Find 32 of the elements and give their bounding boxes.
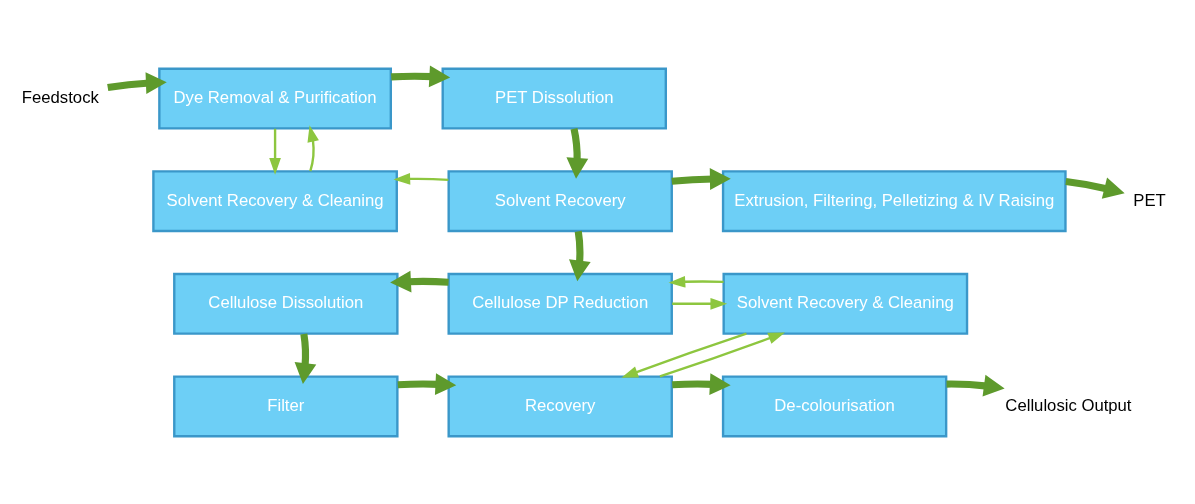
node-box: Filter (173, 374, 399, 437)
arrow (671, 167, 731, 190)
arrow (946, 374, 1005, 396)
node-text: Cellulosic Output (1005, 395, 1132, 415)
node-box: Solvent Recovery & Cleaning (152, 169, 398, 232)
arrow (566, 127, 589, 179)
arrow (307, 124, 319, 171)
arrow (1065, 177, 1125, 199)
node-text: PET (1133, 190, 1166, 210)
node-box: Cellulose DP Reduction (447, 272, 673, 335)
arrow (393, 172, 449, 185)
arrow (672, 372, 731, 395)
arrow (397, 372, 457, 395)
node-box: Extrusion, Filtering, Pelletizing & IV Raising (721, 169, 1067, 232)
node-text: Feedstock (21, 87, 99, 107)
arrow (269, 128, 281, 175)
node-box: Cellulose Dissolution (173, 272, 399, 335)
arrow (569, 230, 591, 281)
arrow (672, 297, 728, 310)
node-box: Solvent Recovery & Cleaning (722, 272, 969, 335)
node-box: PET Dissolution (441, 67, 667, 130)
node-box: Dye Removal & Purification (158, 67, 392, 130)
arrow (659, 331, 786, 378)
arrow (668, 275, 724, 288)
node-box: Recovery (447, 374, 673, 437)
arrow (391, 65, 451, 87)
arrow (107, 71, 167, 94)
arrow (294, 332, 317, 384)
arrow (390, 270, 449, 292)
node-box: De-colourisation (721, 374, 948, 437)
arrow (621, 332, 747, 378)
node-box: Solvent Recovery (447, 169, 673, 232)
